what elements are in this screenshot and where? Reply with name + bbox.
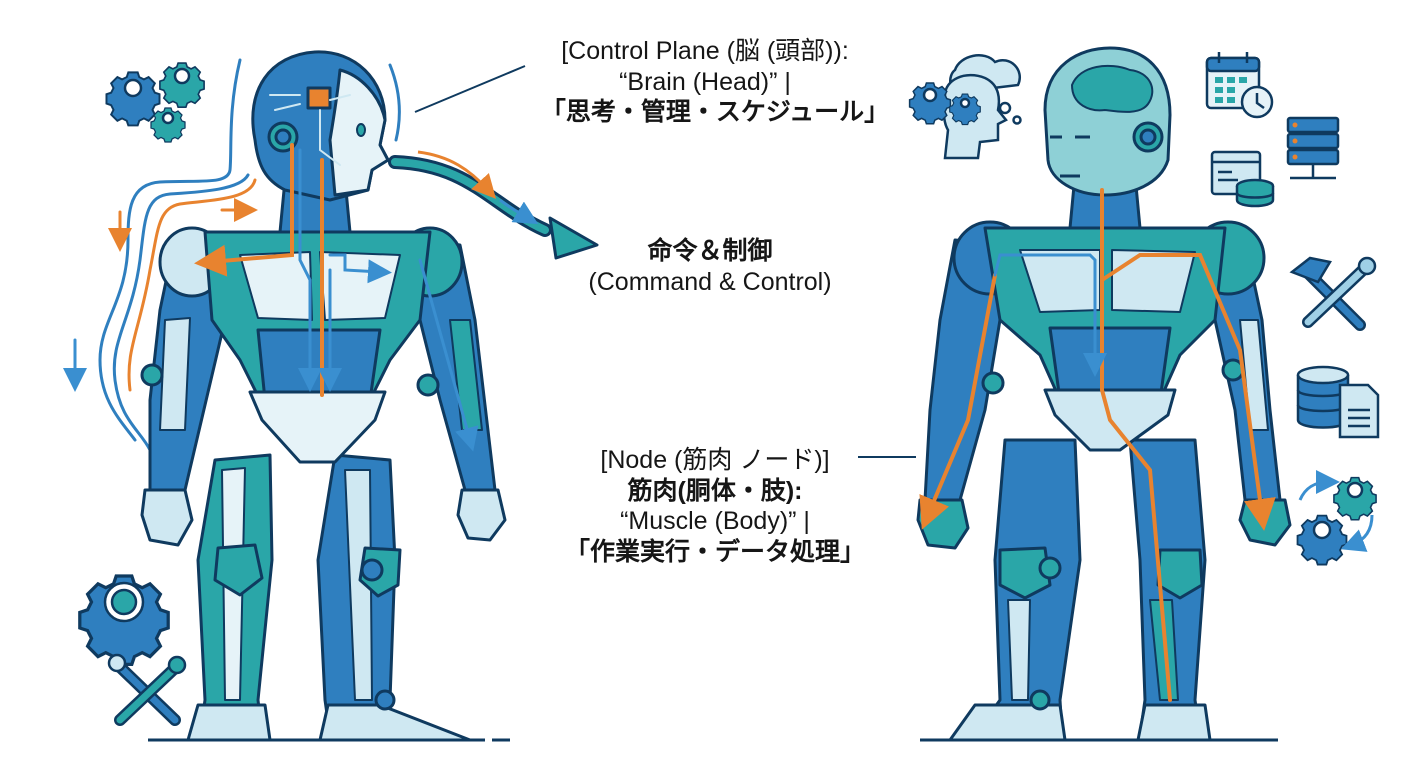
server-rack-icon	[1286, 116, 1340, 180]
calendar-clock-icon	[1205, 52, 1274, 119]
node-label: [Node (筋肉 ノード)] 筋肉(胴体・肢): “Muscle (Body)…	[560, 445, 870, 567]
command-control-japanese: 命令＆制御	[647, 237, 773, 265]
control-plane-roles: 「思考・管理・スケジュール」	[540, 98, 890, 126]
control-plane-label: [Control Plane (脳 (頭部)): “Brain (Head)” …	[520, 36, 890, 128]
node-title: [Node (筋肉 ノード)]	[600, 446, 830, 474]
dashboard-database-icon	[1210, 150, 1275, 208]
gears-sync-icon	[1296, 470, 1377, 566]
gear-icon	[78, 574, 170, 667]
left-signal-lines	[63, 58, 401, 452]
node-english: “Muscle (Body)” |	[620, 507, 810, 535]
node-robot	[916, 46, 1292, 742]
gears-icon	[105, 62, 205, 143]
command-arrow	[388, 150, 599, 260]
command-control-english: (Command & Control)	[588, 267, 832, 296]
node-roles: 「作業実行・データ処理」	[564, 537, 865, 566]
thinking-head-gears-icon	[908, 54, 1022, 160]
database-document-icon	[1296, 365, 1380, 439]
control-plane-signal-lines	[194, 94, 479, 452]
wrench-cross-icon	[107, 653, 187, 726]
node-japanese-subtitle: 筋肉(胴体・肢):	[627, 476, 803, 505]
control-plane-title: [Control Plane (脳 (頭部)):	[561, 37, 849, 65]
node-signal-lines	[919, 188, 1276, 702]
hammer-wrench-icon	[1289, 256, 1377, 331]
command-control-label: 命令＆制御 (Command & Control)	[555, 236, 865, 297]
control-plane-english: “Brain (Head)” |	[619, 67, 791, 96]
control-plane-leader	[414, 65, 526, 113]
